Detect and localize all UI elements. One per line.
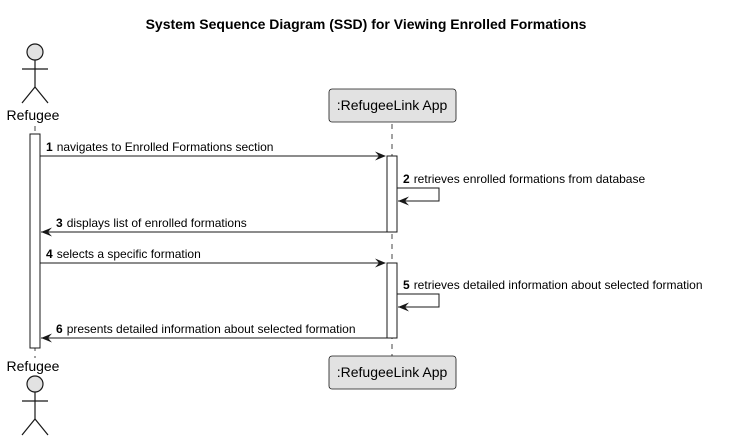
arrow-right-icon [375, 151, 386, 161]
arrow-left-icon [41, 227, 52, 237]
diagram-title: System Sequence Diagram (SSD) for Viewin… [146, 16, 587, 32]
actor-stick-figure-icon [21, 43, 49, 104]
participant-activation-bar-2 [386, 262, 398, 339]
arrow-left-icon [41, 333, 52, 343]
actor-stick-figure-icon [21, 375, 49, 436]
arrow-left-icon [398, 302, 409, 312]
arrow-left-icon [398, 196, 409, 206]
actor-label-bottom: Refugee [7, 358, 60, 374]
arrow-right-icon [375, 258, 386, 268]
participant-activation-bar-1 [386, 155, 398, 233]
participant-label-top: :RefugeeLink App [337, 97, 448, 113]
participant-label-bottom: :RefugeeLink App [337, 364, 448, 380]
actor-activation-bar [29, 133, 41, 349]
participant-box-top: :RefugeeLink App [328, 88, 457, 123]
actor-top: Refugee [7, 43, 60, 123]
actor-bottom: Refugee [7, 358, 60, 436]
participant-box-bottom: :RefugeeLink App [328, 355, 457, 390]
actor-label-top: Refugee [7, 107, 60, 123]
